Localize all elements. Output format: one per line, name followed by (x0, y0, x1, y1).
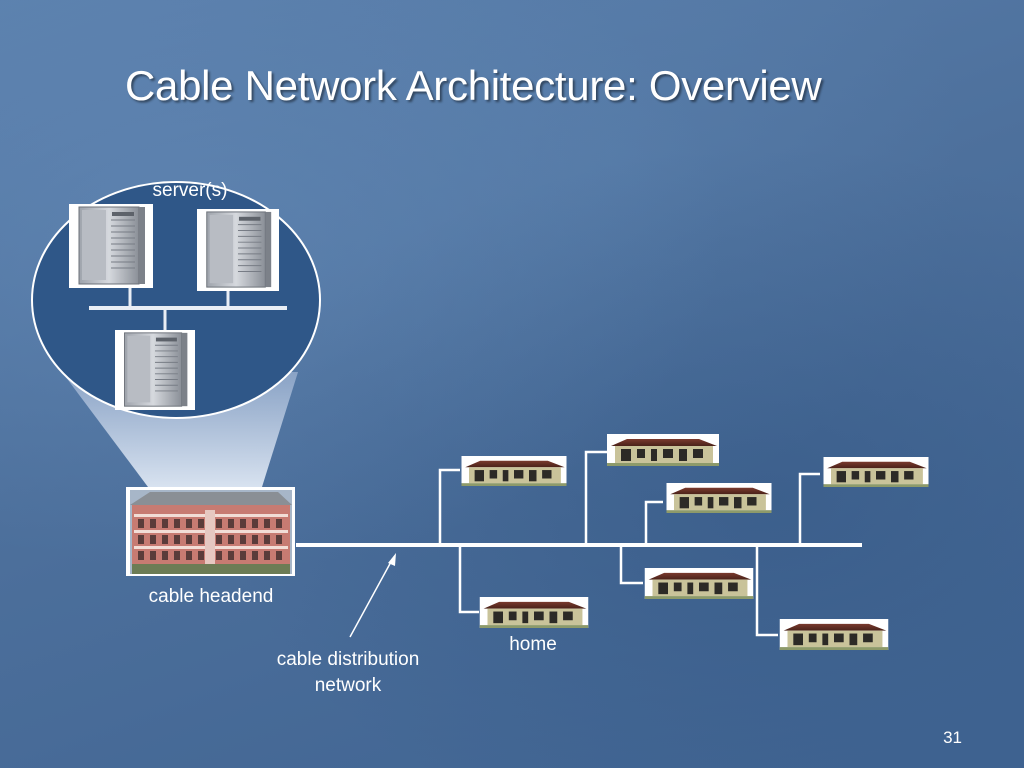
slide-title: Cable Network Architecture: Overview (125, 62, 822, 109)
cable-distribution-network (296, 450, 862, 637)
home-icon (779, 619, 889, 650)
servers-label: server(s) (152, 180, 228, 201)
server-icon (196, 209, 280, 291)
headend-label: cable headend (148, 586, 274, 607)
distribution-label-line1: cable distribution (276, 649, 420, 670)
home-icon (479, 597, 589, 628)
headend-building-icon (126, 487, 295, 576)
home-label: home (509, 634, 557, 655)
distribution-pointer-arrow (349, 553, 396, 638)
server-icon (68, 204, 154, 288)
home-icon (607, 434, 719, 466)
server-lan (89, 286, 287, 332)
page-number: 31 (943, 728, 962, 747)
home-icon (461, 456, 567, 486)
home-icon (823, 457, 929, 487)
home-icon (644, 568, 754, 599)
home-icon (666, 483, 772, 513)
server-icon (114, 330, 196, 410)
distribution-label-line2: network (314, 675, 382, 696)
